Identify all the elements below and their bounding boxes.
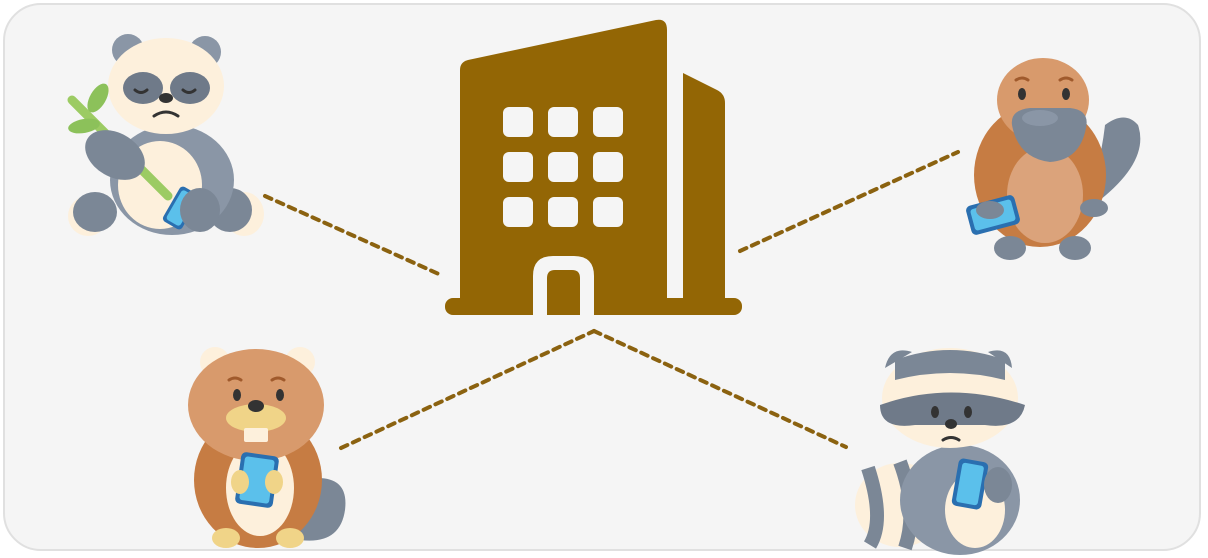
connector-platypus (738, 150, 960, 253)
building-icon (445, 19, 742, 315)
connector-beaver (339, 329, 596, 450)
platypus-with-phone-icon (966, 58, 1141, 260)
connector-panda (263, 194, 443, 277)
connectors (263, 150, 960, 450)
beaver-with-phone-icon (188, 347, 346, 548)
panda-with-phone-icon (67, 34, 264, 236)
connector-raccoon (592, 329, 848, 449)
raccoon-with-phone-icon (855, 348, 1025, 555)
